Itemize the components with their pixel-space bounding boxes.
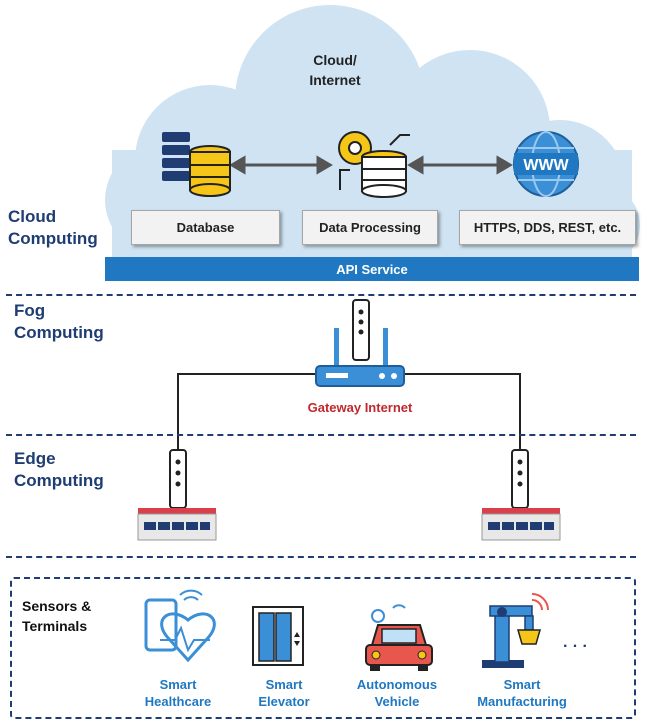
fog-computing-label: Fog Computing xyxy=(14,300,104,344)
sensor-label-elevator: Smart Elevator xyxy=(234,676,334,710)
sensors-title-line2: Terminals xyxy=(22,618,88,634)
separator-cloud-fog xyxy=(6,294,636,296)
sensors-title: Sensors & Terminals xyxy=(22,596,142,636)
sensor-label-line1: Autonomous xyxy=(356,677,438,692)
healthcare-icon xyxy=(144,589,216,663)
sensor-label-line1: Smart xyxy=(503,677,541,692)
sensor-label-line1: Smart xyxy=(159,677,197,692)
edge-computing-label: Edge Computing xyxy=(14,448,104,492)
gateway-lines xyxy=(177,373,521,450)
robot-arm-icon xyxy=(482,593,549,668)
sensor-label-line2: Manufacturing xyxy=(477,694,567,709)
sensor-label-vehicle: Autonomous Vehicle xyxy=(342,676,452,710)
elevator-icon xyxy=(252,606,304,666)
vehicle-icon xyxy=(365,604,433,671)
switch-icon xyxy=(137,449,217,541)
cloud-title: Cloud/ Internet xyxy=(285,50,385,90)
data-processing-icon xyxy=(338,131,410,198)
more-ellipsis: · · · xyxy=(563,638,588,655)
separator-edge-sensors xyxy=(6,556,636,558)
sensor-label-line2: Elevator xyxy=(258,694,310,709)
separator-fog-edge xyxy=(6,434,636,436)
protocols-box: HTTPS, DDS, REST, etc. xyxy=(459,210,636,245)
data-processing-box: Data Processing xyxy=(302,210,438,245)
cloud-title-line2: Internet xyxy=(309,72,361,88)
cloud-label-line2: Computing xyxy=(8,229,98,248)
www-globe-icon: WWW xyxy=(513,131,579,197)
switch-icon xyxy=(481,449,561,541)
cloud-title-line1: Cloud/ xyxy=(313,52,357,68)
sensor-label-manufacturing: Smart Manufacturing xyxy=(462,676,582,710)
edge-label-line1: Edge xyxy=(14,449,56,468)
database-icon xyxy=(162,132,231,197)
cloud-label-line1: Cloud xyxy=(8,207,57,226)
sensor-label-line2: Healthcare xyxy=(144,694,212,709)
gateway-label: Gateway Internet xyxy=(307,400,413,415)
router-icon xyxy=(315,299,405,387)
fog-label-line2: Computing xyxy=(14,323,104,342)
edge-label-line2: Computing xyxy=(14,471,104,490)
fog-label-line1: Fog xyxy=(14,301,46,320)
sensor-label-line1: Smart xyxy=(265,677,303,692)
sensor-label-healthcare: Smart Healthcare xyxy=(128,676,228,710)
database-box: Database xyxy=(131,210,280,245)
sensor-label-line2: Vehicle xyxy=(374,694,420,709)
sensors-title-line1: Sensors & xyxy=(22,598,92,614)
cloud-arrows xyxy=(229,155,513,175)
api-service-bar: API Service xyxy=(105,257,639,281)
sensors-terminals-panel xyxy=(10,577,636,719)
svg-text:WWW: WWW xyxy=(523,157,569,174)
cloud-computing-label: Cloud Computing xyxy=(8,206,98,250)
